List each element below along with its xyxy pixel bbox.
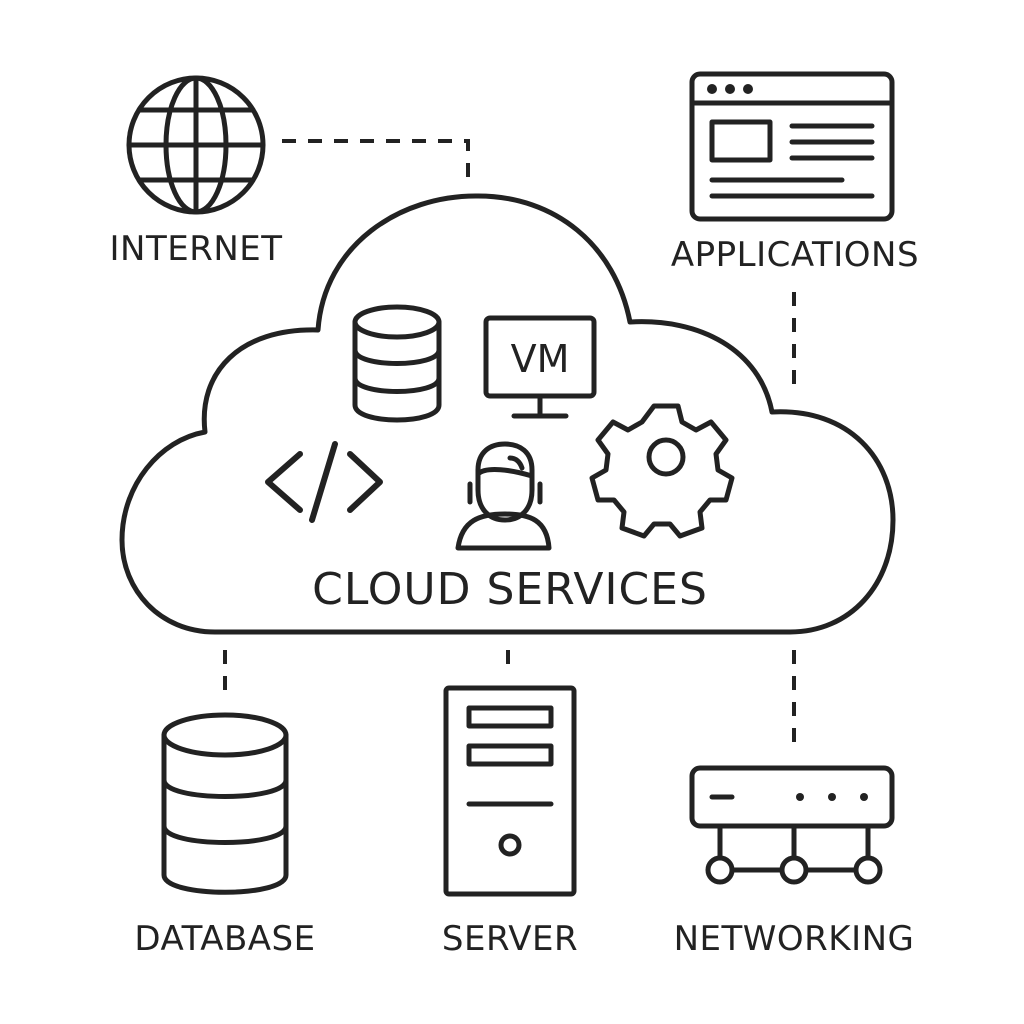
cloud-services-title: CLOUD SERVICES [312,564,708,615]
globe-icon [126,75,266,215]
code-brackets-icon [265,441,383,523]
vm-monitor-icon: VM [483,315,597,419]
vm-label: VM [511,337,570,381]
database-icon [161,712,289,895]
networking-label: NETWORKING [674,919,915,959]
server-tower-icon [443,685,577,897]
gear-icon [589,403,735,539]
server-label: SERVER [442,919,578,959]
support-agent-icon [455,441,552,551]
network-switch-icon [689,765,895,885]
browser-window-icon [689,71,895,222]
internet-label: INTERNET [109,229,282,269]
connectors [223,139,796,742]
database-label: DATABASE [134,919,315,959]
cloud-database-icon [352,304,442,423]
applications-label: APPLICATIONS [671,235,919,275]
cloud-shape [119,193,896,635]
connector-internet [282,139,470,180]
